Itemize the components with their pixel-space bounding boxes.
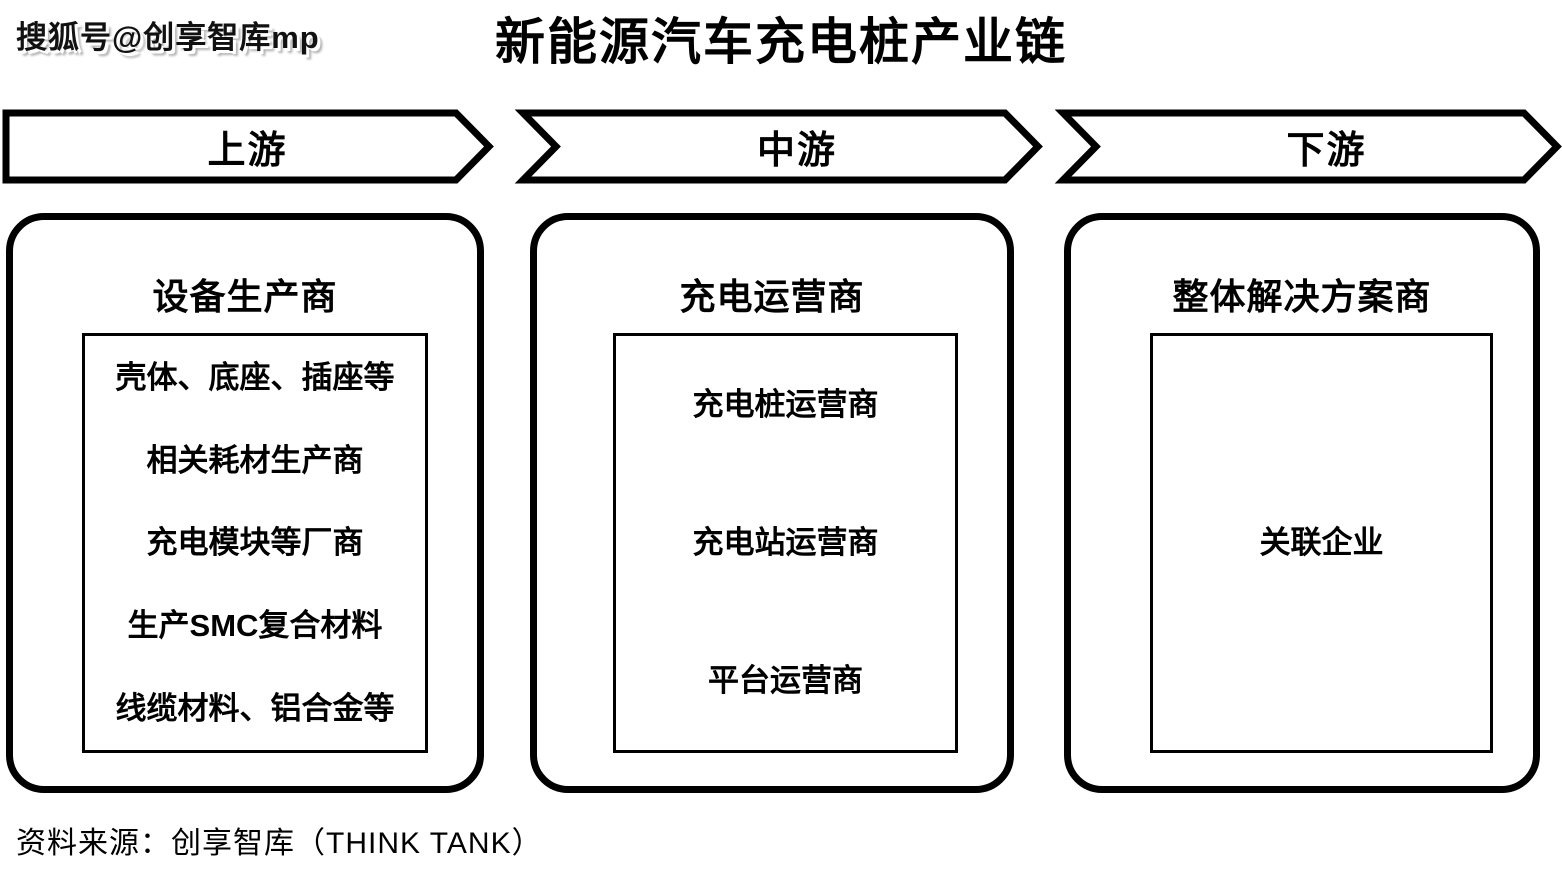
list-item: 平台运营商 [708,663,863,699]
list-item: 充电模块等厂商 [146,525,364,561]
column-title-solutions: 整体解决方案商 [1172,276,1432,317]
column-items-box-upstream: 壳体、底座、插座等 相关耗材生产商 充电模块等厂商 生产SMC复合材料 线缆材料… [82,333,428,753]
column-upstream-equipment: 设备生产商 壳体、底座、插座等 相关耗材生产商 充电模块等厂商 生产SMC复合材… [6,213,484,793]
page-title: 新能源汽车充电桩产业链 [495,14,1067,70]
column-downstream-solutions: 整体解决方案商 关联企业 [1064,213,1540,793]
column-items-box-downstream: 关联企业 [1150,333,1493,753]
source-note: 资料来源：创享智库（THINK TANK） [16,827,543,860]
stage-label-downstream: 下游 [1286,130,1367,172]
column-title-equipment: 设备生产商 [152,276,338,317]
watermark-text: 搜狐号@创享智库mp [16,20,320,55]
list-item: 充电站运营商 [692,525,879,561]
list-item: 线缆材料、铝合金等 [115,690,395,726]
column-midstream-operators: 充电运营商 充电桩运营商 充电站运营商 平台运营商 [530,213,1014,793]
upstream-arrow-shape [2,109,494,184]
downstream-arrow-shape [1054,109,1562,184]
column-items-box-midstream: 充电桩运营商 充电站运营商 平台运营商 [613,333,958,753]
stage-label-midstream: 中游 [756,130,837,172]
column-title-operators: 充电运营商 [679,276,865,317]
list-item: 关联企业 [1259,525,1384,561]
midstream-arrow-shape [514,109,1043,184]
list-item: 生产SMC复合材料 [127,608,383,644]
list-item: 壳体、底座、插座等 [115,359,395,395]
list-item: 相关耗材生产商 [146,442,364,478]
stage-label-upstream: 上游 [207,130,288,172]
list-item: 充电桩运营商 [692,387,879,423]
